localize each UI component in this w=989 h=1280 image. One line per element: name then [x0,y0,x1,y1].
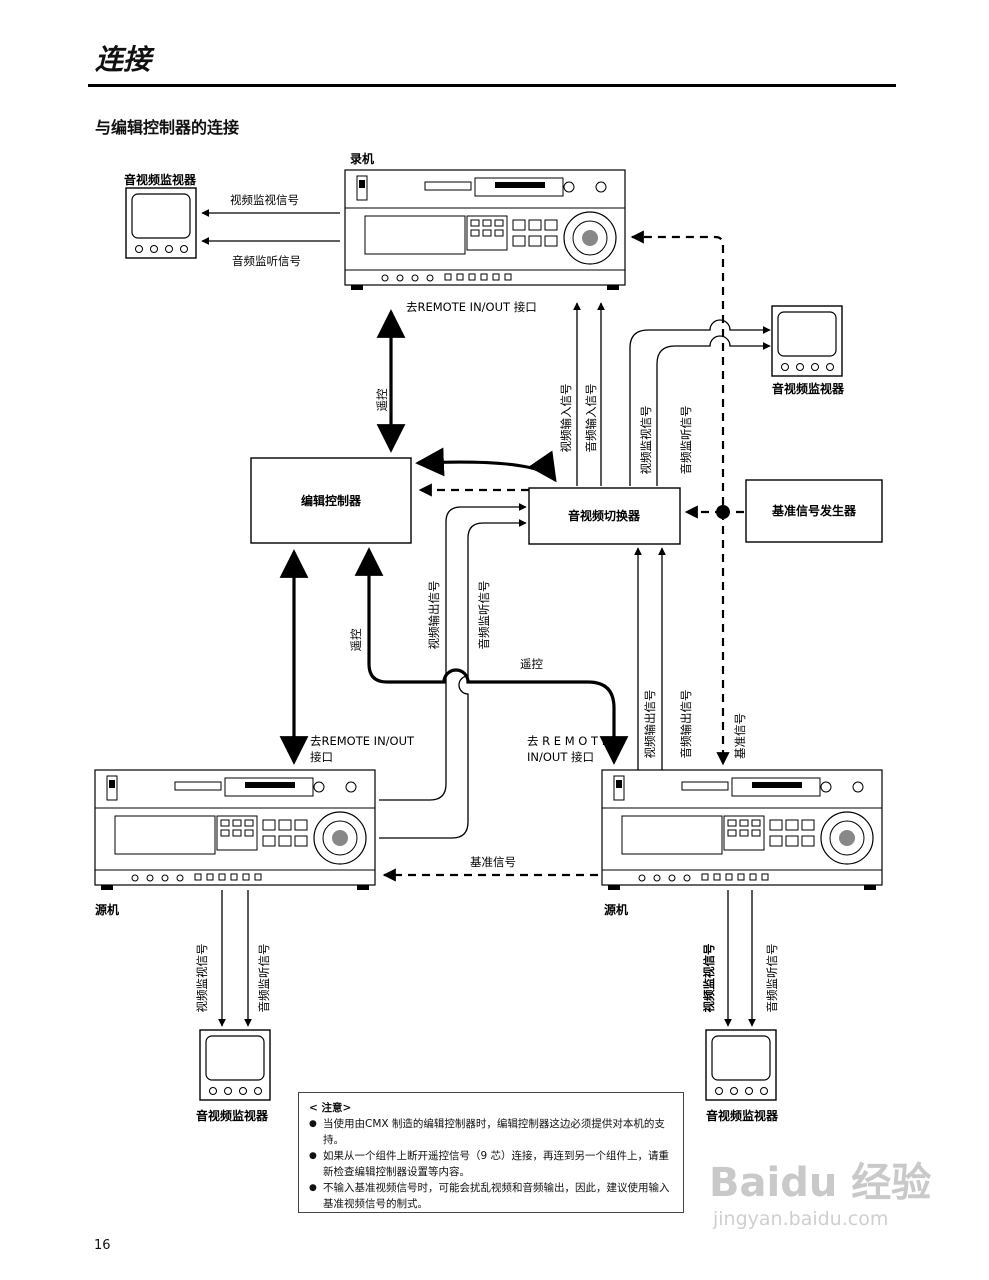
label-bottom-right-audio: 音频监听信号 [765,944,779,1013]
av-switcher-box [528,487,681,545]
watermark: Baidu 经验 jingyan.baidu.com [705,1150,945,1260]
note-heading: < 注意> [309,1102,352,1114]
label-remote-left-vertical: 遥控 [349,628,363,651]
note-item: 不输入基准视频信号时，可能会扰乱视频和音频输出，因此，建议使用输入基准视频信号的… [309,1180,673,1212]
note-list: 当使用由CMX 制造的编辑控制器时，编辑控制器这边必须提供对本机的支持。 如果从… [309,1116,673,1212]
label-audio-monitor-left: 音频监听信号 [477,581,491,650]
monitor-top-left-label: 音视频监视器 [124,172,197,187]
note-box: < 注意> 当使用由CMX 制造的编辑控制器时，编辑控制器这边必须提供对本机的支… [298,1092,684,1213]
note-item: 当使用由CMX 制造的编辑控制器时，编辑控制器这边必须提供对本机的支持。 [309,1116,673,1148]
monitor-top-left [125,187,197,259]
label-bottom-right-video: 视频监视信号 [702,944,716,1013]
label-video-input: 视频输入信号 [559,384,573,453]
label-video-output-right: 视频输出信号 [643,690,657,759]
label-video-monitor-switcher: 视频监视信号 [639,406,653,475]
source-right-label: 源机 [604,902,628,917]
label-remote-inout-left-1: 去REMOTE IN/OUT [310,734,415,748]
source-vtr-left [94,769,376,891]
monitor-right [771,305,843,377]
reference-junction [716,505,730,519]
monitor-right-label: 音视频监视器 [772,381,845,396]
label-reference-horizontal: 基准信号 [470,855,516,869]
title-rule [88,84,896,87]
label-bottom-left-video: 视频监视信号 [195,944,209,1013]
label-remote-inout-right-2: IN/OUT 接口 [527,750,594,764]
label-remote-inout-left-2: 接口 [310,750,333,764]
label-audio-monitor-switcher: 音频监听信号 [679,406,693,475]
label-remote-inout-recorder: 去REMOTE IN/OUT 接口 [406,300,537,314]
label-reference-vertical: 基准信号 [733,713,747,759]
edit-controller-label: 编辑控制器 [300,493,362,508]
recorder-label: 录机 [350,151,374,166]
label-remote-inout-right-1: 去 R E M O T E [527,734,609,748]
sync-generator-label: 基准信号发生器 [771,503,857,518]
label-audio-monitor-top: 音频监听信号 [232,254,301,268]
page-number: 16 [94,1238,111,1253]
label-remote-horizontal: 遥控 [520,657,543,671]
label-remote-recorder: 遥控 [375,388,389,411]
source-vtr-right [601,769,883,891]
section-title: 与编辑控制器的连接 [95,118,240,137]
watermark-url: jingyan.baidu.com [713,1208,889,1230]
note-item: 如果从一个组件上断开遥控信号（9 芯）连接，再连到另一个组件上，请重新检查编辑控… [309,1148,673,1180]
label-audio-input: 音频输入信号 [584,384,598,453]
label-audio-output-right: 音频输出信号 [679,690,693,759]
monitor-bottom-left-label: 音视频监视器 [196,1108,269,1123]
recorder-vtr [344,169,626,291]
label-video-output-left: 视频输出信号 [427,581,441,650]
remote-lines [279,309,629,765]
page-title: 连接 [95,43,152,76]
av-switcher-label: 音视频切换器 [568,508,641,523]
monitor-bottom-right [705,1029,777,1101]
watermark-brand: Baidu 经验 [709,1160,932,1206]
monitor-bottom-right-label: 音视频监视器 [706,1108,779,1123]
source-left-label: 源机 [95,902,119,917]
sync-generator-box [745,479,883,543]
monitor-bottom-left [199,1029,271,1101]
label-bottom-left-audio: 音频监听信号 [257,944,271,1013]
label-video-monitor-top: 视频监视信号 [230,193,299,207]
edit-controller-box [250,457,412,544]
